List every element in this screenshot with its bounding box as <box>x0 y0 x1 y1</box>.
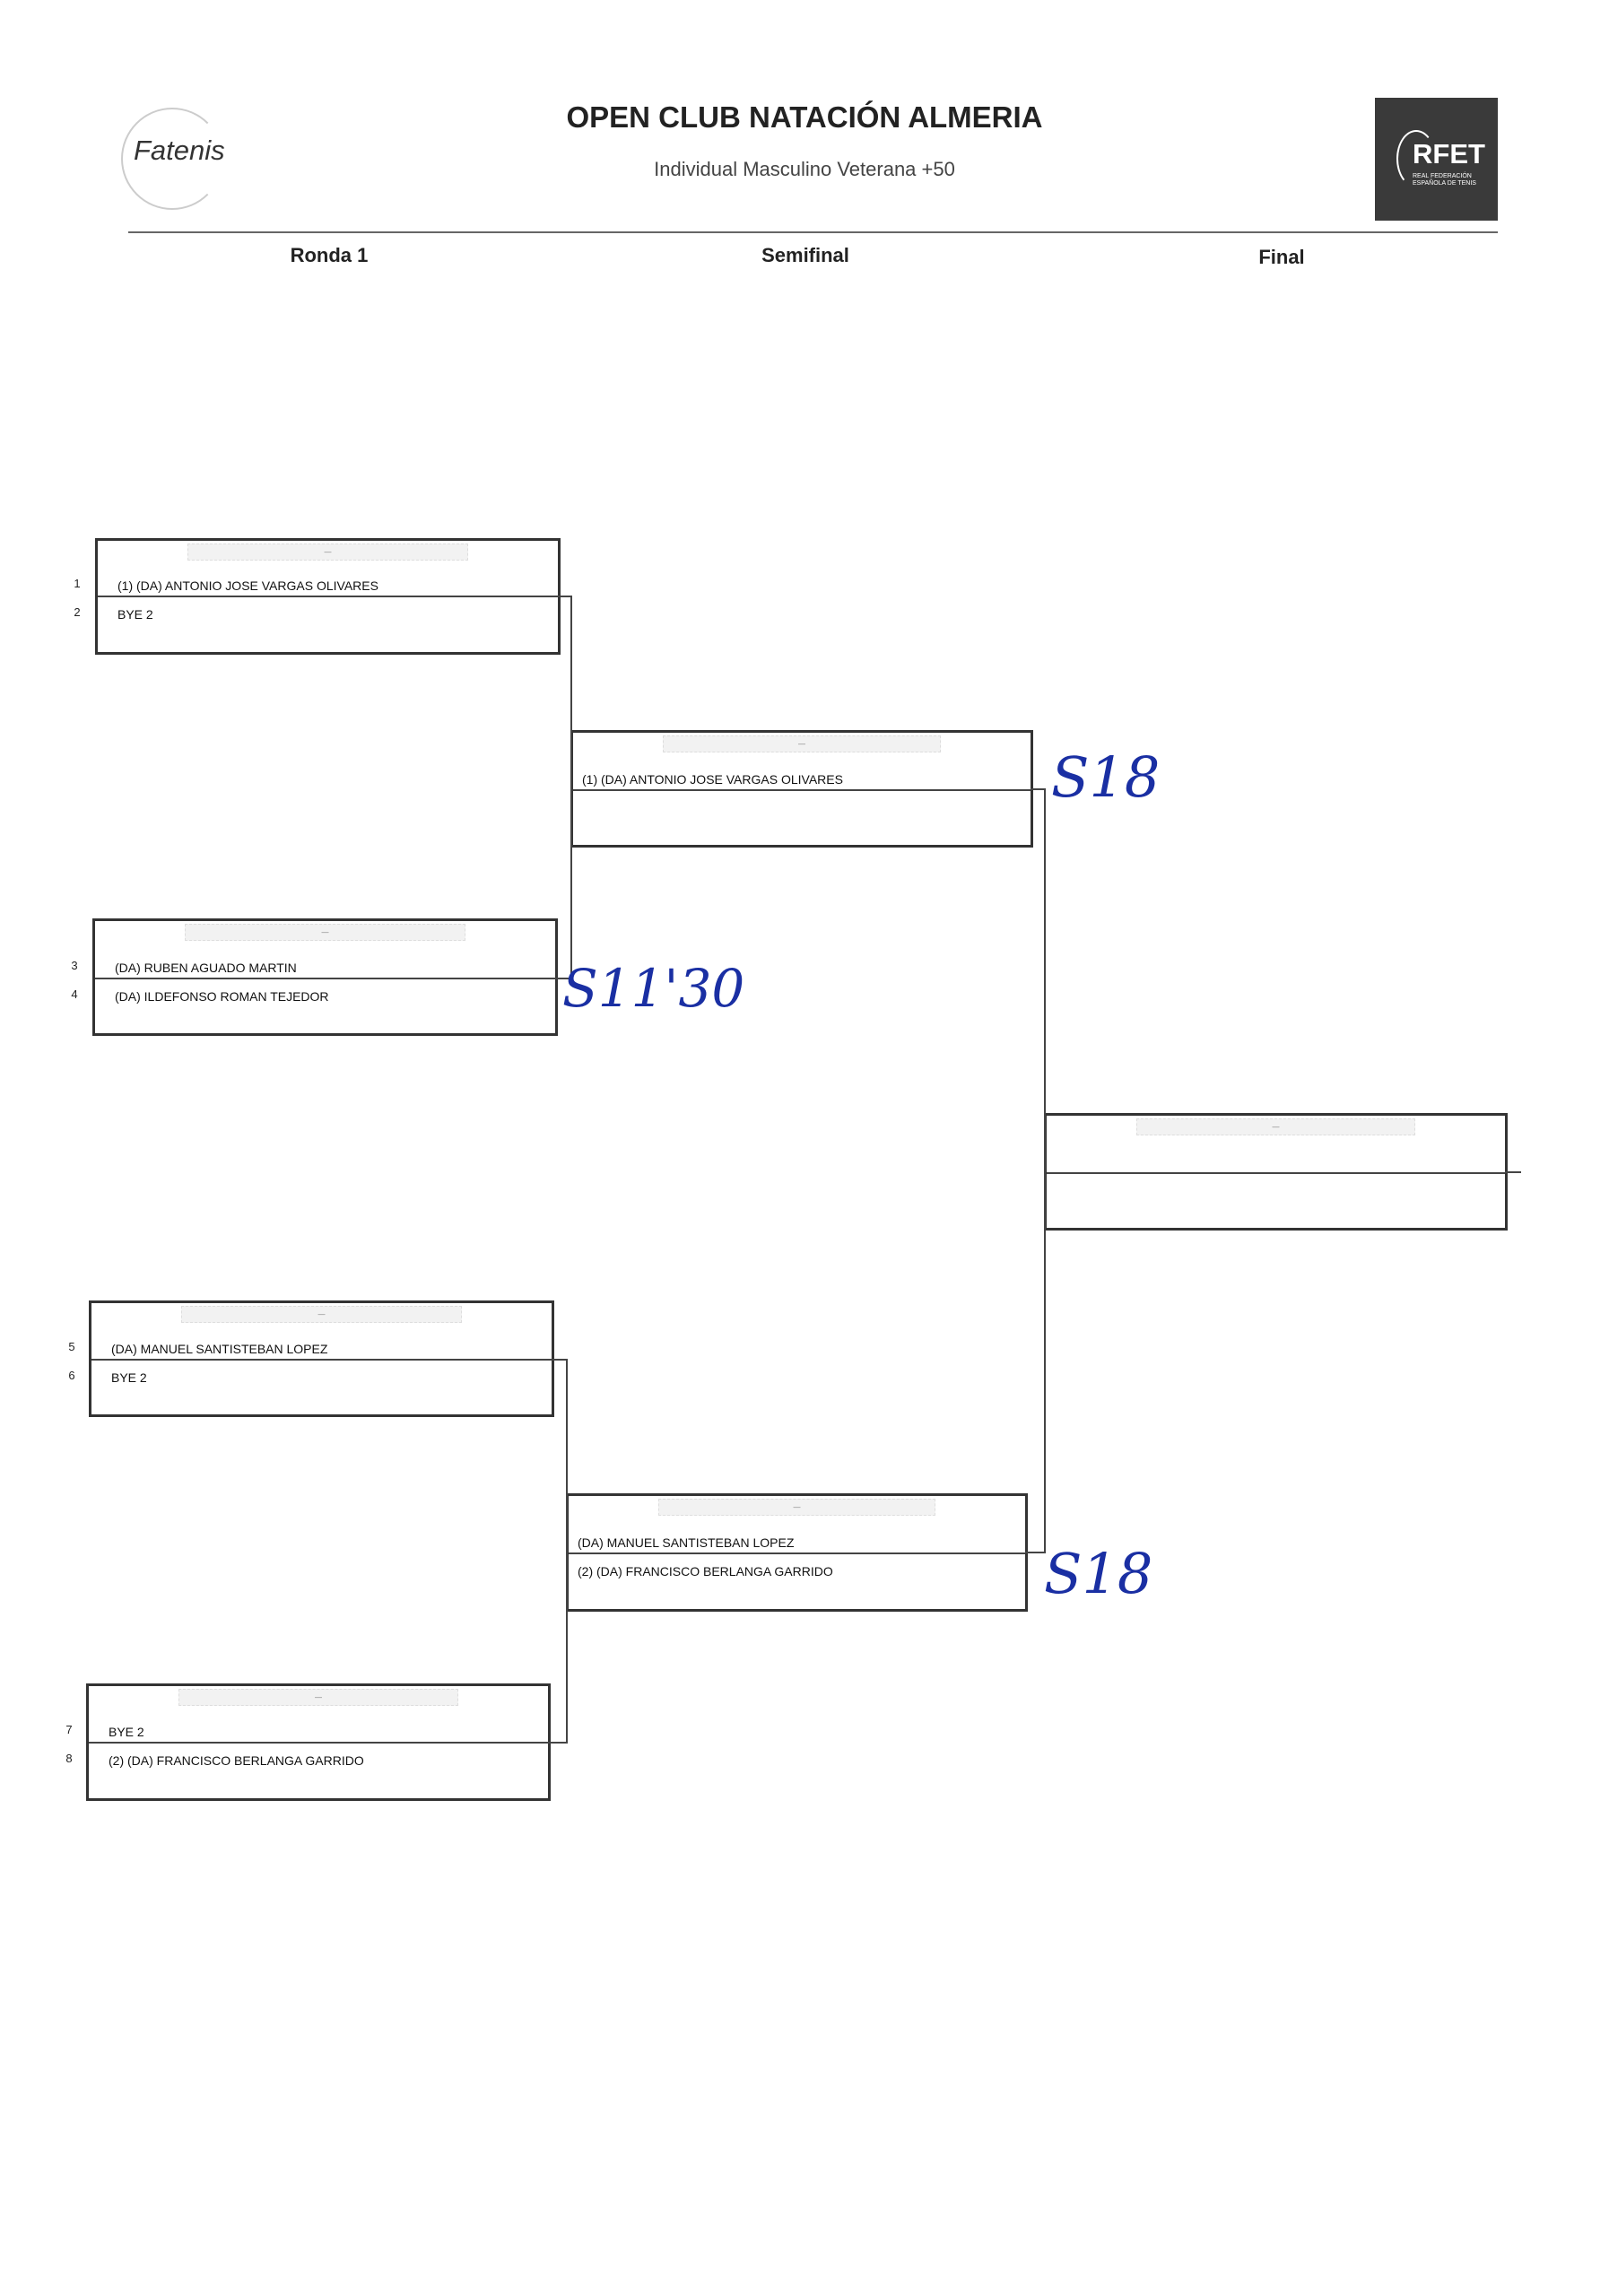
match-r1-3: — (DA) MANUEL SANTISTEBAN LOPEZ BYE 2 <box>89 1300 554 1417</box>
fatenis-logo: Fatenis <box>121 108 247 210</box>
connector <box>1505 1171 1521 1173</box>
connector <box>570 596 572 979</box>
connector <box>548 1742 568 1744</box>
match-r1-2: — (DA) RUBEN AGUADO MARTIN (DA) ILDEFONS… <box>92 918 558 1036</box>
player-slot: (2) (DA) FRANCISCO BERLANGA GARRIDO <box>109 1753 364 1768</box>
page-title: OPEN CLUB NATACIÓN ALMERIA <box>566 100 1043 134</box>
draw-position: 3 <box>71 959 78 972</box>
draw-position: 6 <box>68 1369 75 1382</box>
draw-position: 1 <box>74 577 81 590</box>
handwritten-note: S18 <box>1051 744 1161 810</box>
draw-position: 2 <box>74 605 81 619</box>
page-subtitle: Individual Masculino Veterana +50 <box>654 158 955 180</box>
match-final: — <box>1044 1113 1508 1231</box>
handwritten-note: S18 <box>1044 1541 1153 1606</box>
connector <box>555 978 572 979</box>
header-divider <box>128 231 1498 233</box>
match-r1-1: — (1) (DA) ANTONIO JOSE VARGAS OLIVARES … <box>95 538 561 655</box>
round-heading-r1: Ronda 1 <box>290 244 369 266</box>
round-heading-final: Final <box>1258 246 1305 268</box>
match-r1-4: — BYE 2 (2) (DA) FRANCISCO BERLANGA GARR… <box>86 1683 551 1801</box>
draw-position: 5 <box>68 1340 75 1353</box>
connector <box>558 596 572 597</box>
player-slot: (DA) MANUEL SANTISTEBAN LOPEZ <box>111 1342 328 1356</box>
connector <box>552 1359 568 1361</box>
player-slot: (DA) ILDEFONSO ROMAN TEJEDOR <box>115 989 329 1004</box>
rfet-logo: RFET REAL FEDERACIÓN ESPAÑOLA DE TENIS <box>1375 98 1498 221</box>
player-slot: BYE 2 <box>111 1370 147 1385</box>
player-slot: (1) (DA) ANTONIO JOSE VARGAS OLIVARES <box>582 772 843 787</box>
connector <box>1031 788 1046 790</box>
round-heading-semifinal: Semifinal <box>761 244 849 266</box>
draw-position: 7 <box>65 1723 73 1736</box>
player-slot: (DA) MANUEL SANTISTEBAN LOPEZ <box>578 1535 795 1550</box>
draw-position: 8 <box>65 1752 73 1765</box>
player-slot: BYE 2 <box>117 607 153 622</box>
connector <box>1044 788 1046 1553</box>
player-slot: (2) (DA) FRANCISCO BERLANGA GARRIDO <box>578 1564 833 1578</box>
handwritten-note: S11'30 <box>562 958 745 1019</box>
match-sf-1: — (1) (DA) ANTONIO JOSE VARGAS OLIVARES <box>570 730 1033 848</box>
player-slot: (1) (DA) ANTONIO JOSE VARGAS OLIVARES <box>117 578 378 593</box>
connector <box>566 1359 568 1744</box>
match-sf-2: — (DA) MANUEL SANTISTEBAN LOPEZ (2) (DA)… <box>566 1493 1028 1612</box>
connector <box>1025 1552 1046 1553</box>
player-slot: BYE 2 <box>109 1725 144 1739</box>
player-slot: (DA) RUBEN AGUADO MARTIN <box>115 961 297 975</box>
draw-position: 4 <box>71 987 78 1001</box>
